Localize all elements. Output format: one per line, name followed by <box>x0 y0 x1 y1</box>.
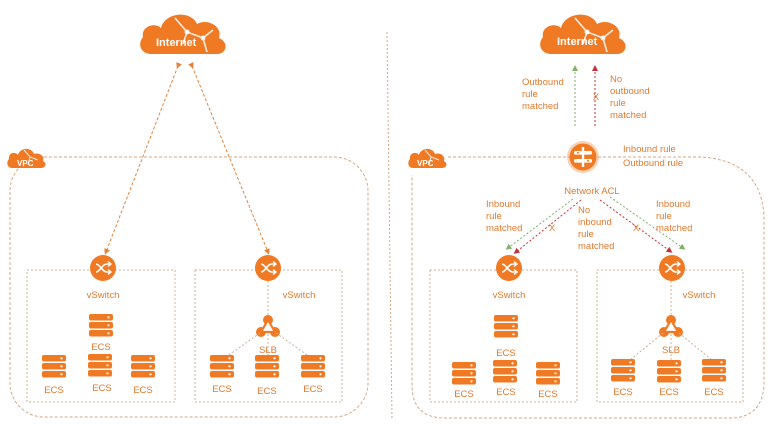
ecs-label: ECS <box>538 389 558 400</box>
server-icon <box>210 355 234 378</box>
vpc-cloud-icon: VPC <box>6 148 46 169</box>
network-acl-icon <box>567 141 599 173</box>
ecs-label: ECS <box>496 387 516 398</box>
internet-cloud-icon: Internet <box>539 13 627 55</box>
blocked-x-icon: X <box>549 223 556 234</box>
section-divider <box>386 31 393 421</box>
server-icon <box>131 355 155 378</box>
blocked-x-icon: X <box>593 92 600 103</box>
vswitch-b-icon <box>658 254 686 282</box>
inbound-not-matched-label: No inbound rule matched <box>578 205 614 252</box>
ecs-label: ECS <box>303 384 323 395</box>
server-icon <box>494 315 518 338</box>
blocked-x-icon: X <box>633 223 640 234</box>
server-icon <box>536 362 560 385</box>
internet-cloud-icon: Internet <box>139 13 227 55</box>
ecs-label: ECS <box>659 387 679 398</box>
vswitch-b-icon <box>254 254 282 282</box>
server-icon <box>89 314 113 337</box>
vswitch-a-icon <box>89 254 117 282</box>
server-icon <box>42 355 66 378</box>
server-icon <box>657 360 681 383</box>
vpc-boundary <box>411 156 765 419</box>
inbound-allowed-arrow-right <box>609 196 686 250</box>
ecs-label: ECS <box>92 383 112 394</box>
ecs-label: ECS <box>133 385 153 396</box>
internet-to-vswitch-b-link <box>188 62 270 255</box>
vswitch-a-icon <box>495 254 523 282</box>
ecs-label: ECS <box>44 385 64 396</box>
acl-rules-label: Inbound rule Outbound rule <box>623 144 683 169</box>
internet-label: Internet <box>557 36 598 48</box>
ecs-label: ECS <box>91 342 111 353</box>
server-icon <box>452 362 476 385</box>
vswitch-b-label: vSwitch <box>683 290 716 301</box>
internet-label: Internet <box>156 37 197 49</box>
left-diagram: VPC Internet vSwitch ECS ECS ECS ECS vSw… <box>6 13 369 418</box>
vswitch-a-label: vSwitch <box>493 290 526 301</box>
ecs-label: ECS <box>496 348 516 359</box>
ecs-label: ECS <box>257 386 277 397</box>
inbound-matched-left-label: Inbound rule matched <box>486 199 523 234</box>
vswitch-a-label: vSwitch <box>87 290 120 301</box>
inbound-blocked-arrow-left <box>513 199 582 254</box>
server-icon <box>702 359 726 382</box>
network-acl-label: Network ACL <box>564 186 619 197</box>
ecs-label: ECS <box>454 389 474 400</box>
ecs-label: ECS <box>613 387 633 398</box>
server-icon <box>301 355 325 378</box>
server-icon <box>88 354 112 377</box>
right-diagram: VPC Internet X Outbound rule matched No … <box>407 13 765 419</box>
vswitch-b-label: vSwitch <box>283 290 316 301</box>
server-icon <box>611 359 635 382</box>
inbound-allowed-arrow-left <box>505 198 574 250</box>
server-icon <box>493 360 517 383</box>
vpc-label: VPC <box>417 159 434 168</box>
ecs-label: ECS <box>212 384 232 395</box>
server-icon <box>255 355 279 378</box>
internet-to-vswitch-a-link <box>104 62 182 255</box>
vpc-cloud-icon: VPC <box>407 148 447 169</box>
inbound-matched-right-label: Inbound rule matched <box>656 199 693 234</box>
outbound-not-matched-label: No outbound rule matched <box>610 74 652 121</box>
outbound-matched-label: Outbound rule matched <box>522 77 566 112</box>
ecs-label: ECS <box>704 387 724 398</box>
vpc-label: VPC <box>17 159 34 168</box>
vpc-boundary <box>9 156 369 418</box>
inbound-blocked-arrow-right <box>599 199 673 253</box>
